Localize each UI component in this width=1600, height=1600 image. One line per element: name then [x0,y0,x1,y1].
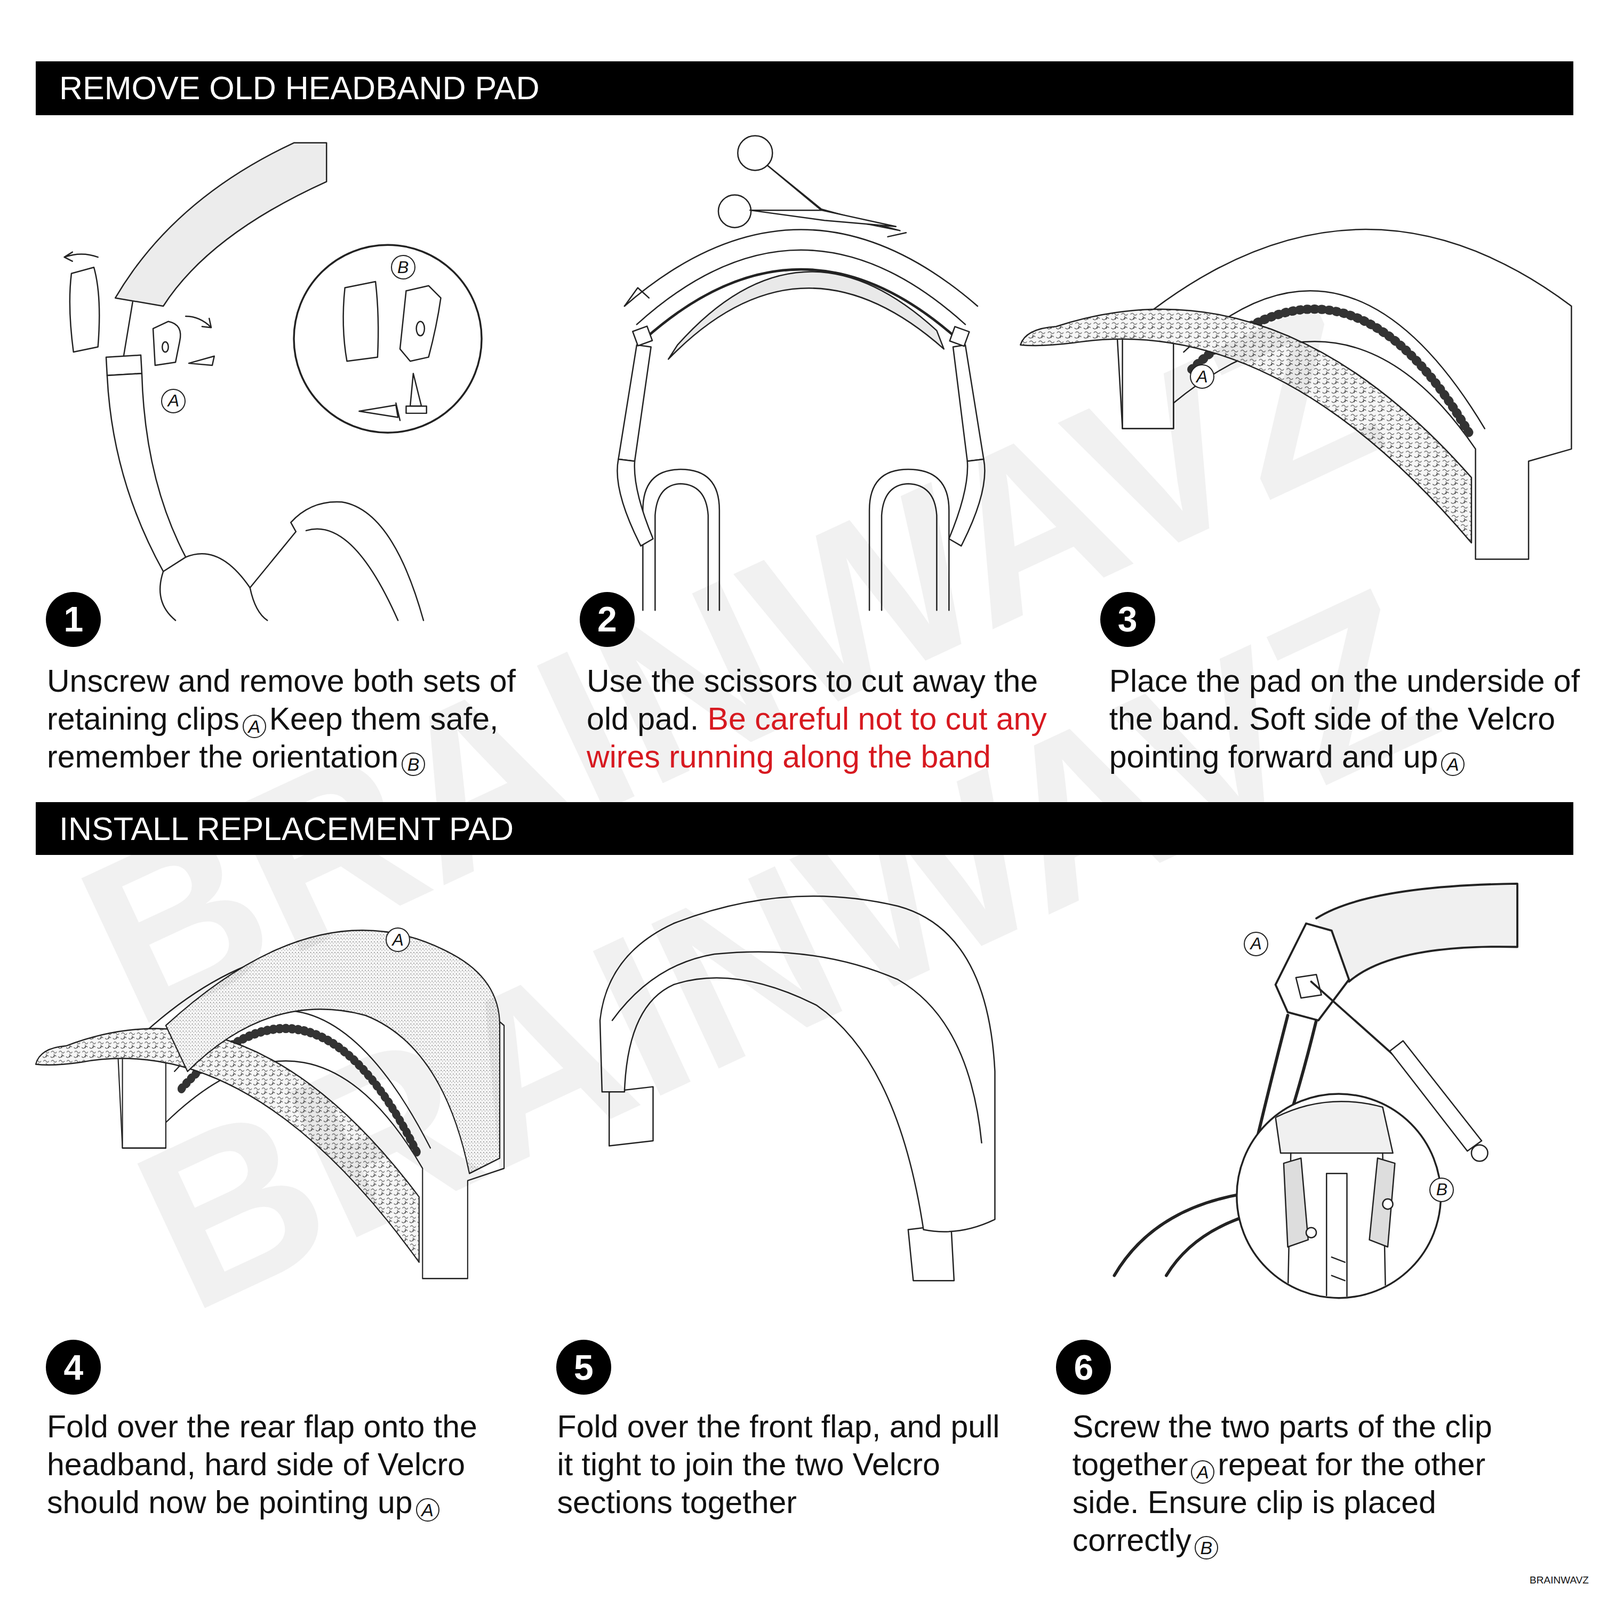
clip-removal-illustration [153,321,181,366]
step-number-text: 6 [1073,1347,1094,1388]
step-number-text: 2 [597,598,618,640]
step-number-text: 5 [573,1347,594,1388]
step-text-block: Place the pad on the underside of the ba… [1109,662,1596,776]
clip-refit-inset [1326,1173,1347,1307]
clip-inset [410,373,422,406]
clip-refit-inset [1382,1198,1393,1210]
callout-letter: A [1243,931,1269,957]
callout-letter: A [242,714,267,739]
section-band: INSTALL REPLACEMENT PAD [35,802,1574,856]
headphone-front-illustration [718,194,751,228]
headphone-front-illustration [888,232,907,237]
band-heading: REMOVE OLD HEADBAND PAD [59,69,540,107]
step-text: Fold over the front flap, and pull it ti… [557,1409,1000,1520]
clip-removal-illustration [250,587,268,621]
clip-refit-inset [1306,1227,1317,1238]
step-number: 3 [1100,592,1156,647]
clip-removal-illustration [185,501,424,621]
step-number: 1 [45,592,101,647]
step-number: 5 [556,1339,612,1395]
clip-inset [405,405,427,413]
callout-letter: B [1194,1536,1219,1560]
padded-headband-illustration [908,1224,955,1281]
clip-refit-illustration [1316,883,1518,982]
step-text: Place the pad on the underside of the ba… [1109,663,1580,775]
step-text-block: Screw the two parts of the clip together… [1072,1408,1528,1560]
clip-inset [416,321,425,336]
clip-refit-inset [1275,1101,1396,1307]
clip-refit-inset [1283,1158,1309,1247]
headphone-front-illustration [624,288,650,307]
callout-letter: B [1429,1177,1454,1203]
clip-removal-illustration [123,301,133,357]
clip-removal-illustration [306,529,398,621]
headphone-front-illustration [624,229,978,306]
callout-letter: A [385,927,411,952]
headphone-front-illustration [618,345,651,462]
callout-letter: B [401,752,426,776]
clip-refit-illustration [1114,1194,1243,1276]
clip-removal-illustration [162,341,168,352]
callout-letter: B [390,254,416,280]
clip-refit-inset [1369,1158,1396,1247]
clip-inset [293,244,482,433]
callout-letter: A [1189,364,1215,389]
clip-inset [343,281,379,362]
band-heading: INSTALL REPLACEMENT PAD [59,810,514,848]
step-number: 2 [579,592,635,647]
step-text-block: Fold over the rear flap onto the headban… [46,1408,502,1522]
headphone-front-illustration [749,210,896,227]
clip-inset [395,403,400,421]
step-number-text: 3 [1117,598,1138,640]
clip-refit-inset [1275,1101,1394,1154]
section-band: REMOVE OLD HEADBAND PAD [35,61,1574,116]
clip-inset [400,285,442,362]
clip-removal-illustration [185,316,212,328]
clip-refit-inset [1331,1257,1346,1281]
clip-removal-illustration [69,267,100,352]
clip-refit-illustration [1471,1145,1488,1162]
step-text: Fold over the rear flap onto the headban… [46,1409,478,1520]
callout-letter: A [1441,752,1465,776]
brand-mark: BRAINWAVZ [1529,1574,1589,1587]
clip-removal-illustration [188,356,215,366]
clip-removal-illustration [115,142,327,307]
headphone-front-illustration [668,272,944,360]
step-number: 4 [45,1339,101,1395]
headphone-front-illustration [632,326,653,347]
callout-letter: A [416,1498,440,1522]
clip-removal-illustration [160,571,176,621]
step-text-block: Fold over the front flap, and pull it ti… [557,1408,1019,1522]
step-text-block: Use the scissors to cut away the old pad… [586,662,1069,776]
callout-letter: A [1190,1460,1215,1484]
headphone-front-illustration [949,326,970,347]
clip-removal-illustration [106,355,142,376]
clip-inset [358,405,398,418]
clip-refit-illustration [1311,981,1397,1058]
clip-removal-illustration [107,373,186,572]
step-number: 6 [1056,1339,1111,1395]
clip-refit-inset [1236,1093,1442,1307]
step-number-text: 4 [63,1347,84,1388]
callout-letter: A [161,388,186,414]
headphone-front-illustration [617,459,653,547]
clip-inset [293,244,482,433]
step-number-text: 1 [63,598,84,640]
clip-inset [343,281,442,421]
step-text-block: Unscrew and remove both sets of retainin… [46,662,539,776]
clip-removal-illustration [64,252,99,262]
